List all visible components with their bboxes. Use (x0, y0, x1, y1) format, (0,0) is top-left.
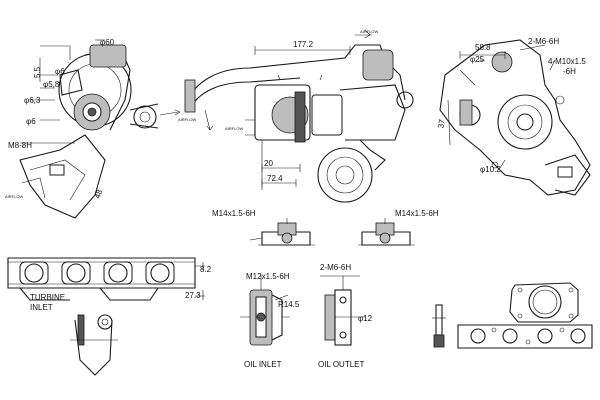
dim-d6a: φ6 (55, 67, 65, 76)
oil-inlet-fitting (240, 275, 290, 346)
center-top-view (184, 29, 414, 203)
dimension-lines-left (20, 39, 105, 144)
dim-m10: 4-M10x1.5 (548, 57, 586, 66)
dim-r14: R14.5 (278, 300, 300, 309)
airflow-note-3: AIRFLOW (225, 126, 243, 131)
part-labels: TURBINE INLET OIL INLET OIL OUTLET (30, 293, 364, 369)
oil-outlet-fitting (320, 275, 365, 346)
airflow-note-2: AIRFLOW (178, 117, 196, 122)
dim-48: 48 (93, 188, 105, 200)
dim-5-5: 5.5 (33, 66, 42, 78)
right-view (439, 39, 591, 196)
dim-d10: φ10.2 (480, 165, 501, 174)
dimension-labels: φ60 5.5 φ6 φ6,3 φ5,8 φ6 M8-8H 48 177.2 2… (8, 37, 586, 323)
dim-d60: φ60 (100, 38, 115, 47)
airflow-note-1: AIRFLOW (360, 29, 378, 34)
intake-manifold-gasket (457, 324, 593, 349)
dim-37: 37 (436, 118, 447, 129)
exhaust-gasket (509, 282, 579, 323)
dim-d5-8: φ5,8 (43, 80, 60, 89)
fitting-m14-left (249, 218, 315, 246)
dim-d12: φ12 (358, 314, 373, 323)
label-inlet: INLET (30, 303, 53, 312)
dim-8-2: 8.2 (200, 265, 212, 274)
dim-27: 27.3 (185, 291, 201, 300)
dim-m14a: M14x1.5-6H (212, 209, 256, 218)
dim-m10b: -6H (563, 67, 576, 76)
dim-20: 20 (264, 159, 273, 168)
bolt (432, 304, 446, 348)
dim-d25: φ25 (470, 55, 485, 64)
dimension-lines-right (447, 44, 556, 169)
dim-d6b: φ6 (26, 117, 36, 126)
label-turbine: TURBINE (30, 293, 65, 302)
dim-m6a: 2-M6-6H (528, 37, 559, 46)
dim-72: 72.4 (267, 174, 283, 183)
dim-d6-3: φ6,3 (24, 96, 41, 105)
dim-m14b: M14x1.5-6H (395, 209, 439, 218)
fitting-m14-right (358, 218, 415, 246)
dim-m6b: 2-M6-6H (320, 263, 351, 272)
dimension-lines-center (254, 46, 351, 190)
label-oil-inlet: OIL INLET (244, 360, 282, 369)
dim-177: 177.2 (293, 40, 314, 49)
label-oil-outlet: OIL OUTLET (318, 360, 364, 369)
dim-58: 58.8 (475, 43, 491, 52)
left-view (19, 39, 181, 219)
dim-m8: M8-8H (8, 141, 32, 150)
turbine-inlet-flange (7, 257, 205, 376)
dim-m12: M12x1.5-6H (246, 272, 290, 281)
airflow-note-4: AIRFLOW (5, 194, 23, 199)
airflow-notes: AIRFLOW AIRFLOW AIRFLOW AIRFLOW (5, 29, 378, 199)
